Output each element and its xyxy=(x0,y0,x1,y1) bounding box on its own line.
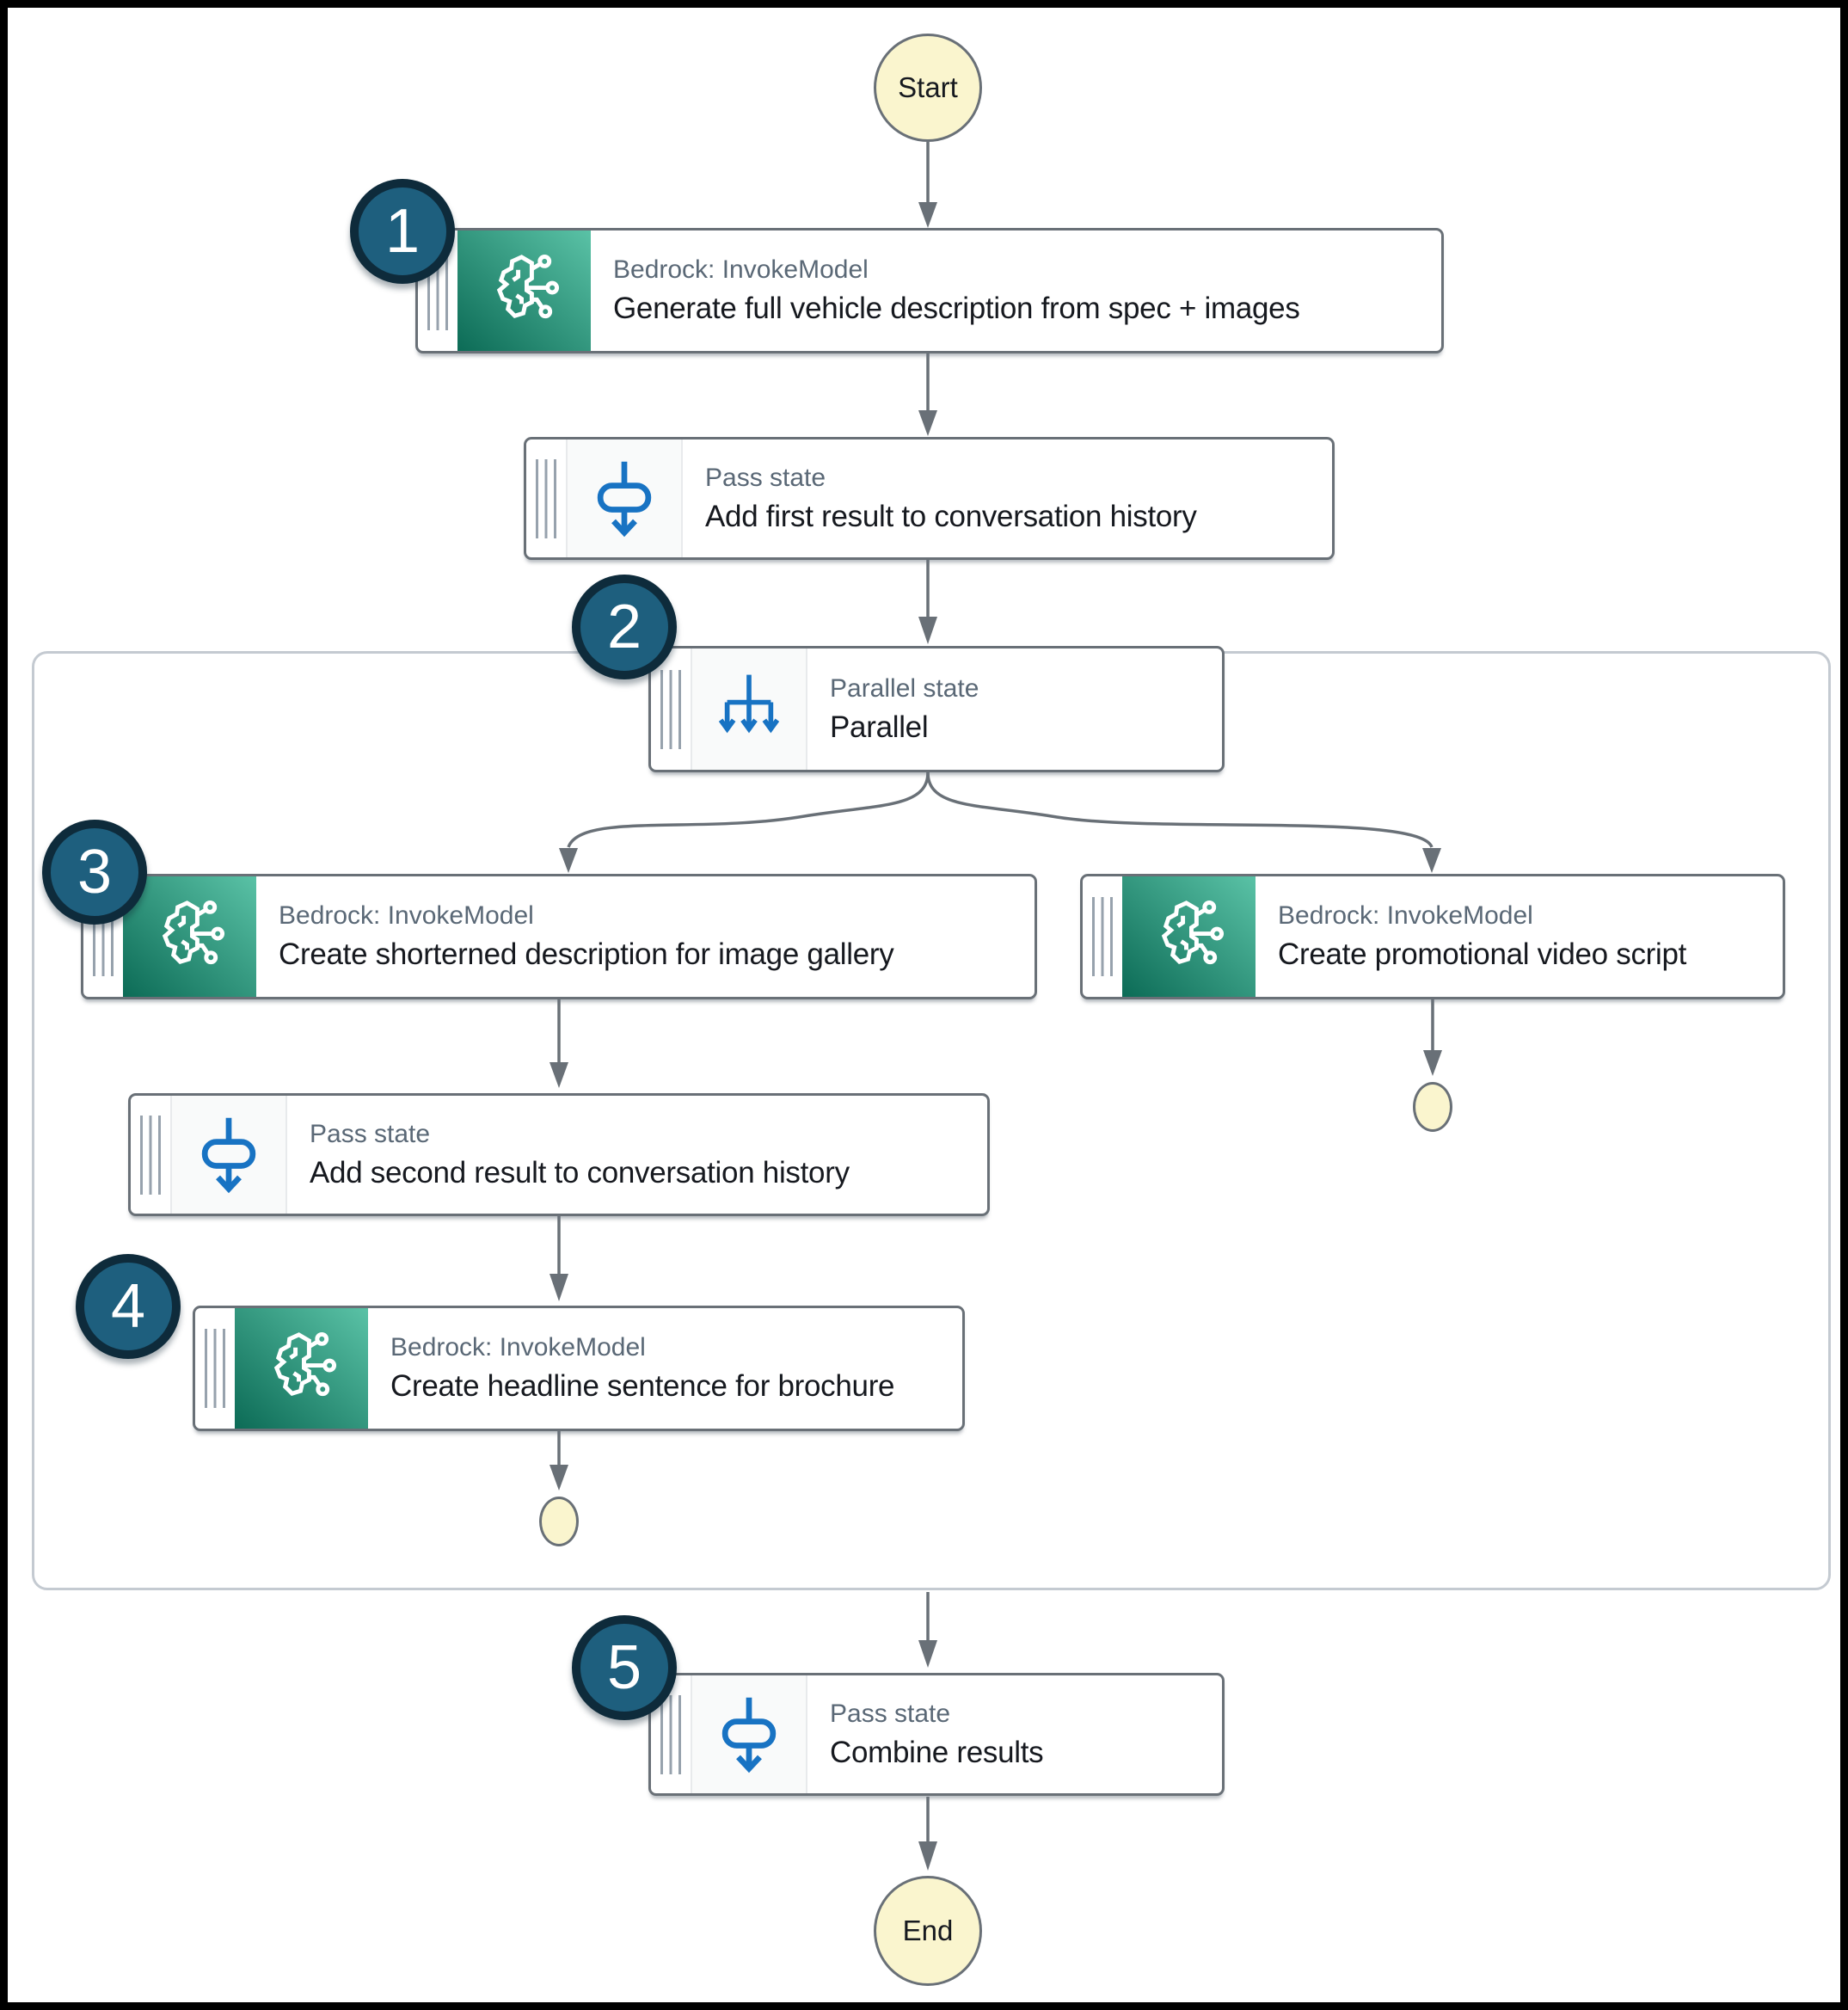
pass-state-icon xyxy=(691,1675,807,1793)
state-node-add-first-result[interactable]: Pass state Add first result to conversat… xyxy=(524,437,1335,560)
bedrock-brain-icon xyxy=(123,876,256,997)
state-title: Add first result to conversation history xyxy=(705,499,1197,533)
step-badge-3: 3 xyxy=(42,820,147,925)
state-text: Pass state Combine results xyxy=(807,1675,1044,1793)
state-node-parallel[interactable]: Parallel state Parallel xyxy=(648,646,1225,772)
state-node-create-headline-sentence[interactable]: Bedrock: InvokeModel Create headline sen… xyxy=(193,1306,965,1431)
state-node-combine-results[interactable]: Pass state Combine results xyxy=(648,1673,1225,1796)
drag-handle[interactable] xyxy=(131,1096,170,1214)
branch-end-terminal xyxy=(539,1497,579,1546)
state-type-label: Parallel state xyxy=(830,673,979,703)
state-type-label: Pass state xyxy=(310,1119,431,1148)
state-node-generate-full-description[interactable]: Bedrock: InvokeModel Generate full vehic… xyxy=(415,228,1444,353)
state-type-label: Pass state xyxy=(705,463,826,492)
pass-state-icon xyxy=(170,1096,287,1214)
state-text: Bedrock: InvokeModel Create shorterned d… xyxy=(256,876,894,997)
state-text: Bedrock: InvokeModel Create headline sen… xyxy=(368,1308,895,1429)
parallel-state-icon xyxy=(691,648,807,770)
state-type-label: Bedrock: InvokeModel xyxy=(390,1333,646,1362)
state-node-add-second-result[interactable]: Pass state Add second result to conversa… xyxy=(128,1093,990,1216)
drag-handle[interactable] xyxy=(526,439,566,557)
state-title: Create promotional video script xyxy=(1278,937,1687,972)
state-title: Combine results xyxy=(830,1735,1044,1769)
state-text: Bedrock: InvokeModel Create promotional … xyxy=(1256,876,1686,997)
state-title: Create shorterned description for image … xyxy=(279,937,894,972)
step-badge-4: 4 xyxy=(76,1254,181,1359)
state-text: Bedrock: InvokeModel Generate full vehic… xyxy=(591,231,1300,351)
bedrock-brain-icon xyxy=(457,231,591,351)
drag-handle[interactable] xyxy=(195,1308,235,1429)
drag-handle[interactable] xyxy=(1083,876,1122,997)
state-title: Create headline sentence for brochure xyxy=(390,1369,895,1404)
state-text: Pass state Add first result to conversat… xyxy=(683,439,1197,557)
state-type-label: Bedrock: InvokeModel xyxy=(279,901,534,931)
state-text: Pass state Add second result to conversa… xyxy=(287,1096,850,1214)
branch-end-terminal xyxy=(1413,1082,1452,1132)
step-badge-5: 5 xyxy=(572,1615,677,1720)
state-type-label: Bedrock: InvokeModel xyxy=(1278,901,1533,931)
state-type-label: Bedrock: InvokeModel xyxy=(613,255,869,285)
state-node-create-promo-video-script[interactable]: Bedrock: InvokeModel Create promotional … xyxy=(1080,874,1785,999)
state-title: Add second result to conversation histor… xyxy=(310,1155,850,1189)
state-node-create-shortened-description[interactable]: Bedrock: InvokeModel Create shorterned d… xyxy=(81,874,1037,999)
pass-state-icon xyxy=(566,439,683,557)
state-title: Parallel xyxy=(830,710,929,744)
state-text: Parallel state Parallel xyxy=(807,648,979,770)
state-type-label: Pass state xyxy=(830,1699,951,1728)
bedrock-brain-icon xyxy=(235,1308,368,1429)
end-node: End xyxy=(874,1876,982,1986)
step-badge-2: 2 xyxy=(572,575,677,679)
start-node: Start xyxy=(874,34,982,142)
bedrock-brain-icon xyxy=(1122,876,1256,997)
state-title: Generate full vehicle description from s… xyxy=(613,292,1300,326)
step-badge-1: 1 xyxy=(350,179,455,284)
